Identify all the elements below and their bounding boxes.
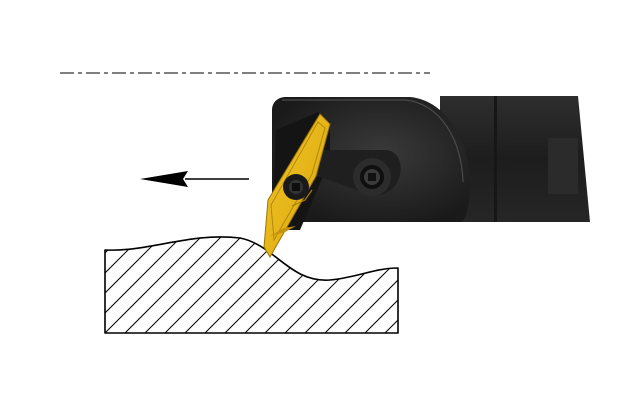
hatch-line: [105, 236, 216, 333]
hatch-line: [144, 236, 256, 333]
hatch-line: [425, 223, 535, 333]
hatch-line: [505, 223, 615, 333]
hatch-line: [124, 236, 236, 333]
clamp: [306, 150, 401, 196]
hatch-line: [105, 236, 176, 333]
hatch-line: [105, 236, 136, 333]
hatch-line: [364, 236, 398, 333]
hatch-line: [324, 236, 398, 333]
hatch-line: [105, 236, 196, 333]
hatch-line: [164, 236, 276, 333]
hatch-line: [344, 236, 398, 333]
workpiece-hatching: [0, 223, 615, 333]
hatch-line: [445, 223, 555, 333]
feed-arrow: [140, 171, 249, 187]
workpiece: [0, 223, 615, 334]
hatch-line: [105, 236, 116, 333]
hatch-line: [0, 223, 95, 333]
cutting-insert: [263, 113, 331, 258]
hatch-line: [244, 236, 356, 333]
hatch-line: [204, 236, 316, 333]
hatch-line: [384, 236, 398, 333]
hatch-line: [405, 223, 515, 333]
hatch-line: [465, 223, 575, 333]
hatch-line: [264, 236, 376, 333]
hatch-line: [485, 223, 595, 333]
hatch-line: [105, 236, 156, 333]
